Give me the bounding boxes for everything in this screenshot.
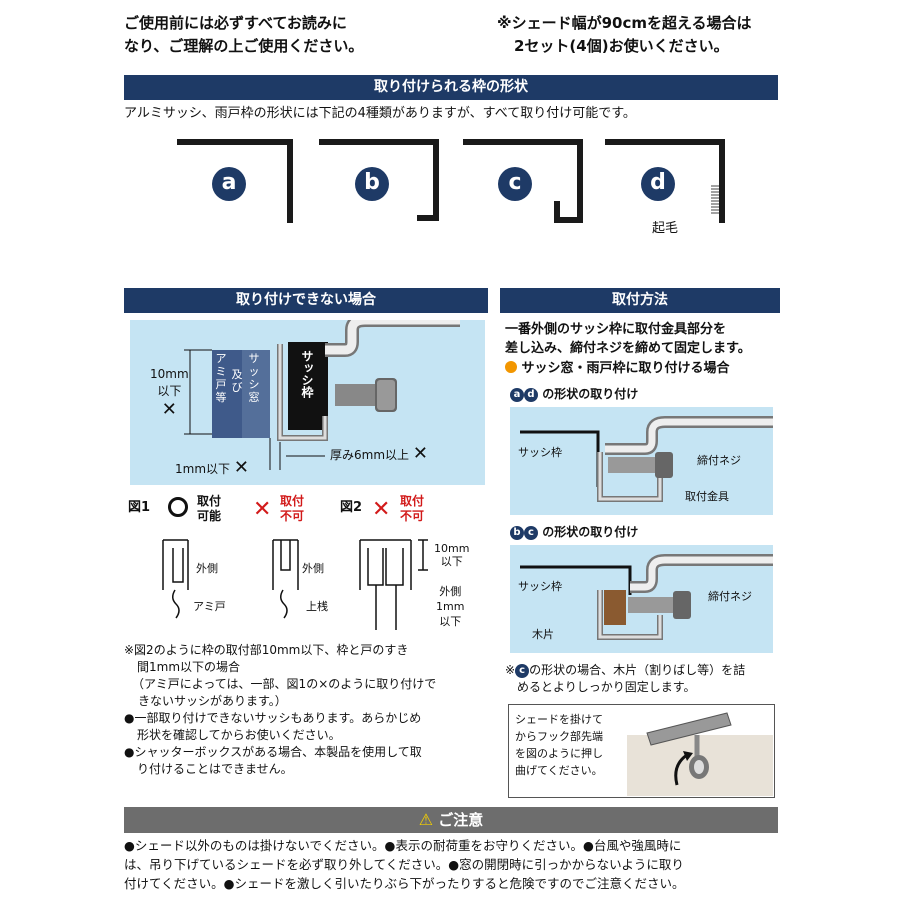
frames-description: アルミサッシ、雨戸枠の形状には下記の4種類がありますが、すべて取り付け可能です。 (124, 106, 636, 121)
caution-body: ●シェード以外のものは掛けないでください。●表示の耐荷重をお守りください。●台風… (124, 838, 685, 891)
ad-screw-label: 締付ネジ (697, 454, 741, 467)
intro-left-line2: なり、ご理解の上ご使用ください。 (124, 37, 364, 55)
method-title-bar: 取付方法 (500, 288, 780, 313)
col-amido: アミ 戸等 (215, 352, 227, 404)
fig1-screen-door-label: アミ戸 (193, 600, 226, 613)
bc-diagram (520, 554, 773, 640)
frame-shape-d (605, 139, 725, 223)
sash-frame-vertical: サッシ枠 (300, 350, 314, 398)
intro-left: ご使用前には必ずすべてお読みに なり、ご理解の上ご使用ください。 (124, 12, 363, 58)
method-description: 一番外側のサッシ枠に取付金具部分を 差し込み、締付ネジを締めて固定します。 (505, 322, 751, 356)
dim-1mm: 1mm以下 ✕ (175, 457, 249, 478)
fig1-ng-outer-label: 外側 (302, 562, 324, 575)
note1-line2: 間1mm以下の場合 (137, 660, 241, 674)
bc-circle-c: c (524, 526, 538, 540)
note3-line2: り付けることはできません。 (137, 762, 293, 776)
fig-sketches (162, 539, 428, 630)
ng-label-1: 取付不可 (280, 494, 305, 523)
ad-diagram (520, 416, 773, 502)
frame-label-c: c (498, 167, 532, 201)
frame-shapes-diagram (177, 139, 725, 223)
note2-line2: 形状を確認してからお使いください。 (137, 728, 341, 742)
note1-line4: きないサッシがあります。） (138, 694, 287, 708)
note2-line1: ●一部取り付けできないサッシもあります。あらかじめ (124, 711, 422, 725)
ng-cross-icon-1: ✕ (253, 497, 272, 522)
cannot-title-bar: 取り付けできない場合 (124, 288, 488, 313)
fig1-label: 図1 (128, 500, 151, 515)
intro-right: ※シェード幅が90cmを超える場合は 2セット(4個)お使いください。 (497, 12, 752, 58)
orange-dot-icon (505, 361, 517, 373)
note1-line3: （アミ戸によっては、一部、図1の×のように取り付けで (132, 677, 437, 691)
cross-1mm: ✕ (233, 457, 249, 478)
col-oyobi: 及び (231, 368, 243, 394)
bc-circle-b: b (510, 526, 524, 540)
ng-cross-icon-2: ✕ (372, 497, 391, 522)
caution-bar: ⚠ ご注意 (124, 807, 778, 833)
warning-icon: ⚠ (418, 810, 434, 829)
intro-right-line1: ※シェード幅が90cmを超える場合は (497, 14, 752, 32)
note3-line1: ●シャッターボックスがある場合、本製品を使用して取 (124, 745, 422, 759)
ad-circle-d: d (524, 388, 538, 402)
intro-left-line1: ご使用前には必ずすべてお読みに (124, 14, 347, 32)
ad-bracket-label: 取付金具 (685, 490, 729, 503)
bc-screw-label: 締付ネジ (708, 590, 752, 603)
frame-label-d: d (641, 167, 675, 201)
frame-label-a: a (212, 167, 246, 201)
fig1-upper-rail-label: 上桟 (306, 600, 328, 613)
fuzz-label: 起毛 (652, 221, 679, 236)
cannot-notes: ※図2のように枠の取付部10mm以下、枠と戸のすき 間1mm以下の場合 （アミ戸… (124, 642, 496, 778)
bc-sash-frame-label: サッシ枠 (518, 580, 562, 593)
fig1-outer-label: 外側 (196, 562, 218, 575)
frame-label-b: b (355, 167, 389, 201)
frame-shape-b (319, 139, 439, 221)
ok-circle-icon (168, 497, 188, 517)
fuzz-marks (711, 185, 719, 214)
dim-10mm: 10mm 以下 ✕ (150, 367, 189, 420)
hook-diagram (627, 712, 773, 796)
fig2-label: 図2 (340, 500, 363, 515)
note1-line1: ※図2のように枠の取付部10mm以下、枠と戸のすき (124, 643, 409, 657)
bc-wood-label: 木片 (532, 628, 554, 641)
frame-shape-a (177, 139, 293, 223)
hook-text: シェードを掛けてからフック部先端 を図のように押し曲げてください。 (515, 713, 603, 777)
frame-shape-c (463, 139, 583, 223)
cross-6mm: ✕ (412, 443, 428, 464)
cannot-diagram (184, 320, 460, 470)
col-sash: サッ シ窓 (248, 352, 260, 404)
c-note-circle-c: c (515, 664, 530, 678)
ad-sash-frame-label: サッシ枠 (518, 446, 562, 459)
cross-10mm: ✕ (161, 399, 177, 420)
ng-label-2: 取付不可 (400, 494, 425, 523)
ok-label: 取付可能 (197, 494, 222, 523)
hook-box: シェードを掛けてからフック部先端 を図のように押し曲げてください。 (508, 704, 775, 798)
frames-title-bar: 取り付けられる枠の形状 (124, 75, 778, 100)
dim-6mm: 厚み6mm以上 ✕ (330, 443, 428, 464)
intro-right-line2: 2セット(4個)お使いください。 (514, 37, 729, 55)
ad-circle-a: a (510, 388, 524, 402)
method-case-title: サッシ窓・雨戸枠に取り付ける場合 (505, 359, 730, 378)
